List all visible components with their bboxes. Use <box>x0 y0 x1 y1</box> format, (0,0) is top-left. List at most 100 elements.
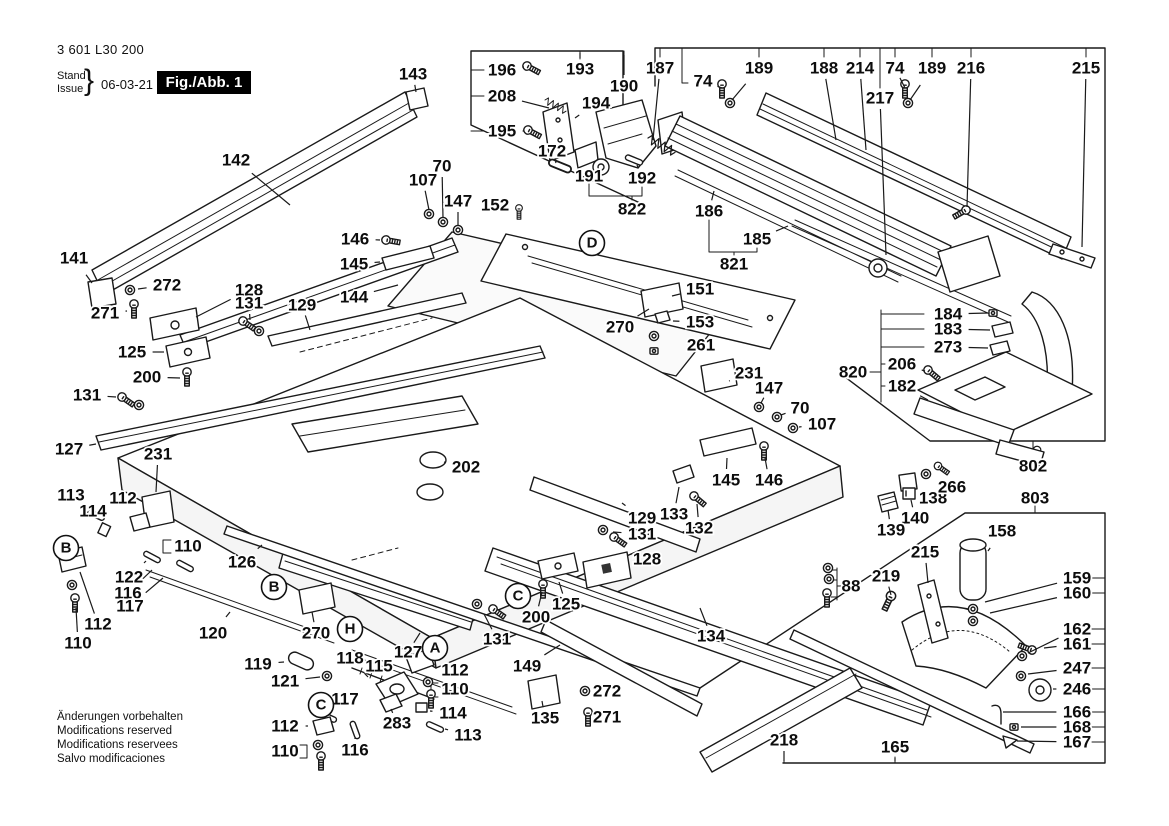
part-label-117: 117 <box>331 690 358 709</box>
part-label-219: 219 <box>872 567 900 586</box>
part-leader-182 <box>919 395 929 401</box>
part-label-143: 143 <box>399 65 427 84</box>
part-leader-192 <box>636 164 639 168</box>
part-label-191: 191 <box>575 167 603 186</box>
issue-date: 06-03-21 <box>101 77 154 92</box>
part-label-125: 125 <box>552 595 580 614</box>
part-label-215: 215 <box>1072 59 1100 78</box>
part-label-131: 131 <box>628 525 656 544</box>
part-label-188: 188 <box>810 59 838 78</box>
part-label-186: 186 <box>695 202 723 221</box>
part-leader-118 <box>363 672 369 678</box>
part-label-114: 114 <box>439 704 467 723</box>
part-leader-283 <box>390 708 394 714</box>
clamp-cluster-top-left <box>405 59 657 220</box>
part-leader-113 <box>444 728 449 731</box>
part-label-182: 182 <box>888 377 916 396</box>
part-leader-70 <box>780 412 786 416</box>
part-leader-270 <box>311 611 315 623</box>
part-leader-183 <box>968 328 991 331</box>
part-label-127: 127 <box>394 643 422 662</box>
part-leader-110 <box>75 607 78 633</box>
part-label-208: 208 <box>488 87 516 106</box>
ref-letter-B: B <box>260 573 288 601</box>
part-label-822: 822 <box>618 200 646 219</box>
part-label-273: 273 <box>934 338 962 357</box>
part-leader-162 <box>1027 637 1059 654</box>
part-label-116: 116 <box>341 741 368 760</box>
note-en: Modifications reserved <box>57 725 173 737</box>
part-leader-141 <box>85 274 93 284</box>
part-leader-215 <box>925 562 929 584</box>
part-label-216: 216 <box>957 59 985 78</box>
fence-carriage-820 <box>913 291 1093 467</box>
part-leader-151 <box>671 293 681 297</box>
part-leader-194 <box>574 114 580 119</box>
part-label-129: 129 <box>628 509 656 528</box>
part-leader-167 <box>1016 740 1057 743</box>
part-leader-107 <box>424 190 430 211</box>
part-leader-160 <box>989 597 1058 614</box>
svg-text:A: A <box>430 640 441 657</box>
part-label-121: 121 <box>271 672 299 691</box>
ref-letter-B: B <box>52 534 80 562</box>
part-leader-116 <box>142 569 153 580</box>
product-code: 3 601 L30 200 <box>57 42 145 57</box>
part-label-132: 132 <box>685 519 713 538</box>
part-leader-172 <box>554 161 557 164</box>
part-leader-117 <box>145 577 164 594</box>
part-leader-127 <box>89 443 97 446</box>
part-leader-216 <box>966 78 972 208</box>
part-leader-120 <box>225 611 231 618</box>
part-label-74: 74 <box>694 72 713 91</box>
part-label-113: 113 <box>57 486 84 505</box>
part-label-261: 261 <box>687 336 715 355</box>
ref-letter-C: C <box>307 691 335 719</box>
part-label-246: 246 <box>1063 680 1091 699</box>
part-label-141: 141 <box>60 249 88 268</box>
part-leader-215 <box>1081 78 1087 248</box>
part-label-272: 272 <box>153 276 181 295</box>
part-leader-131 <box>612 531 622 534</box>
part-label-803: 803 <box>1021 489 1049 508</box>
part-leader-161 <box>1043 645 1057 649</box>
part-label-217: 217 <box>866 89 894 108</box>
part-leader-186 <box>711 190 715 201</box>
part-label-144: 144 <box>340 288 369 307</box>
part-label-110: 110 <box>271 742 298 761</box>
part-label-88: 88 <box>842 577 861 596</box>
part-label-184: 184 <box>934 305 963 324</box>
part-leader-143 <box>414 84 417 93</box>
part-leader-122 <box>143 560 147 564</box>
part-leader-146 <box>764 457 768 470</box>
table-insert-plate <box>480 233 796 350</box>
part-leader-214 <box>860 78 867 151</box>
part-leader-125 <box>558 581 564 594</box>
part-label-283: 283 <box>383 714 411 733</box>
part-label-183: 183 <box>934 320 962 339</box>
svg-text:B: B <box>269 579 280 596</box>
part-label-270: 270 <box>606 318 634 337</box>
part-label-802: 802 <box>1019 457 1047 476</box>
part-leader-113 <box>86 507 91 511</box>
part-leader-200 <box>537 591 543 607</box>
part-label-70: 70 <box>433 157 452 176</box>
part-label-271: 271 <box>91 304 119 323</box>
part-leader-270 <box>637 308 650 317</box>
part-label-166: 166 <box>1063 703 1091 722</box>
part-label-120: 120 <box>199 624 227 643</box>
part-leader-189 <box>731 83 747 101</box>
ref-letter-H: H <box>336 615 364 643</box>
part-leader-142 <box>251 172 291 206</box>
part-label-126: 126 <box>228 553 256 572</box>
part-label-138: 138 <box>919 489 947 508</box>
part-label-112: 112 <box>109 489 136 508</box>
part-leader-231 <box>155 464 159 493</box>
part-label-159: 159 <box>1063 569 1091 588</box>
svg-text:C: C <box>513 588 524 605</box>
part-leader-139 <box>887 509 890 520</box>
part-leader-131 <box>107 395 117 398</box>
